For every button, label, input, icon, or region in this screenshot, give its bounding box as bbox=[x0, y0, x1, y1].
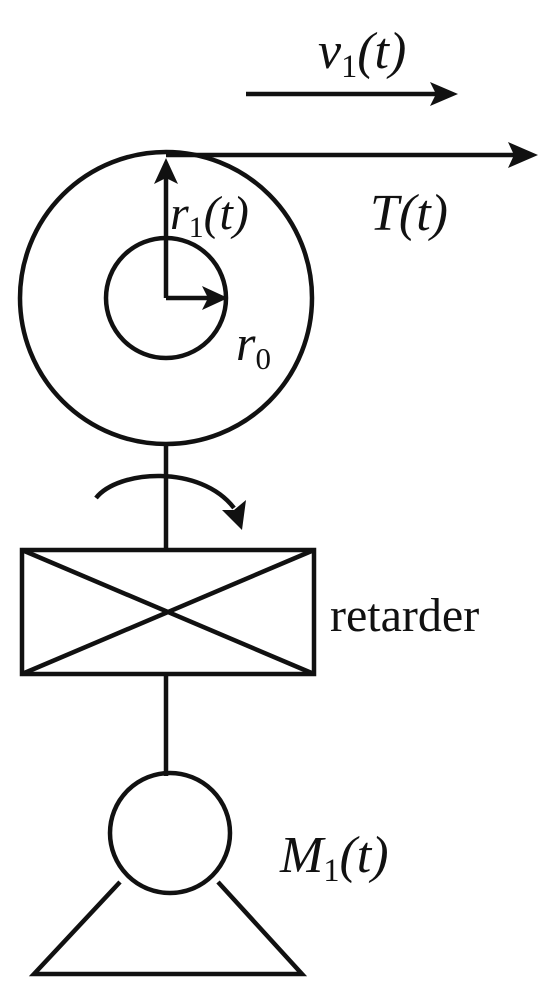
retarder-label: retarder bbox=[330, 589, 480, 642]
motor-torque-label: M1(t) bbox=[280, 827, 389, 887]
outer-radius-label: r1(t) bbox=[170, 187, 249, 243]
tension-label: T(t) bbox=[370, 188, 448, 240]
inner-radius-label: r0 bbox=[236, 315, 271, 374]
outer-radius-argument: (t) bbox=[203, 187, 249, 240]
inner-radius-arrow bbox=[166, 286, 228, 310]
tension-argument: (t) bbox=[398, 185, 449, 242]
motor-base bbox=[28, 880, 308, 977]
velocity-symbol: v bbox=[318, 23, 342, 80]
outer-radius-arrow bbox=[154, 158, 178, 298]
tension-arrow bbox=[166, 142, 538, 168]
outer-radius-subscript: 1 bbox=[188, 211, 204, 245]
retarder-box bbox=[19, 547, 317, 677]
motor-torque-subscript: 1 bbox=[323, 852, 340, 889]
motor-torque-argument: (t) bbox=[339, 827, 389, 884]
tension-symbol: T bbox=[370, 185, 399, 242]
inner-radius-symbol: r bbox=[236, 315, 256, 371]
outer-radius-symbol: r bbox=[170, 187, 189, 240]
velocity-label: v1(t) bbox=[318, 23, 407, 83]
inner-radius-subscript: 0 bbox=[255, 340, 271, 376]
motor-circle bbox=[107, 770, 233, 896]
velocity-subscript: 1 bbox=[341, 48, 358, 85]
rotation-arrow bbox=[94, 473, 246, 530]
velocity-argument: (t) bbox=[357, 23, 407, 80]
velocity-arrow bbox=[246, 82, 458, 106]
motor-torque-symbol: M bbox=[280, 827, 324, 884]
